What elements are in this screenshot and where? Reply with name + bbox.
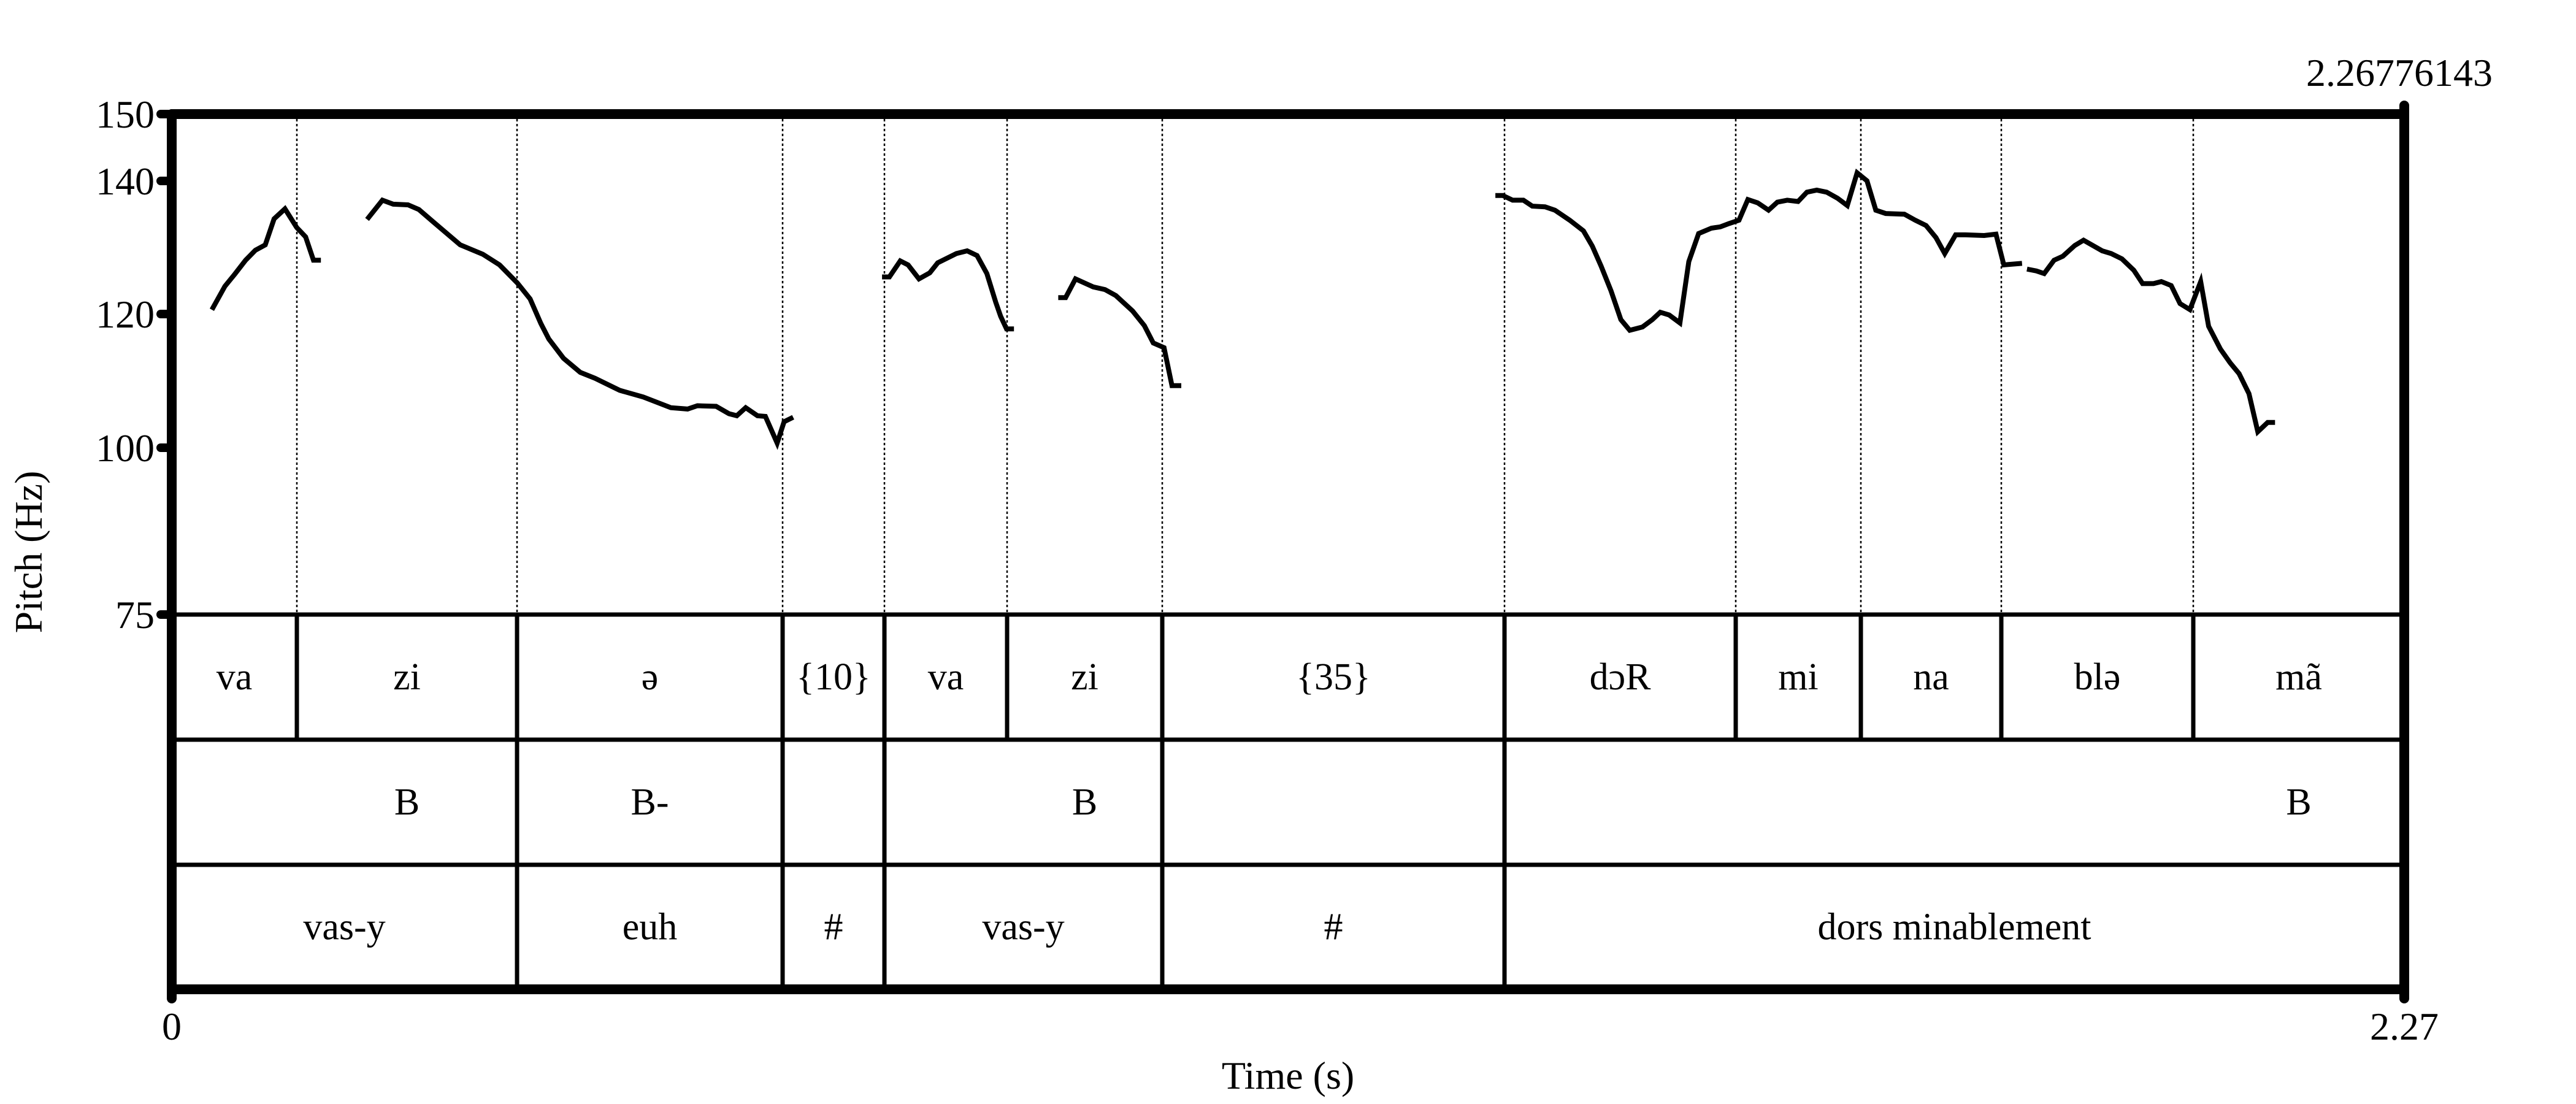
pitch-segment-5 [1495,168,2023,334]
syllables-label: mi [1778,656,1818,698]
pitch-segment-1 [209,205,321,311]
syllables-label: {35} [1296,656,1371,698]
syllables-label: va [928,656,964,698]
pitch-segment-2 [365,197,794,450]
y-tick-label: 75 [115,593,155,637]
syllables-label: dɔR [1590,656,1652,698]
pitch-segment-6 [2026,237,2275,437]
syllables-label: {10} [796,656,871,698]
y-tick-label: 140 [96,159,155,203]
plot-frame [167,101,2409,1003]
tones-label: B- [631,781,669,823]
pitch-segment-4 [1058,275,1181,388]
y-tick-label: 150 [96,93,155,136]
words-label: # [824,907,843,948]
tones-label: B [394,781,420,823]
x-end-precise-label: 2.26776143 [2306,51,2493,94]
textgrid-tiers [172,612,2404,989]
syllables-label: blə [2074,656,2121,698]
words-label: vas-y [982,907,1064,948]
pitch-segment-3 [882,248,1014,332]
words-label: vas-y [303,907,385,948]
y-axis-title: Pitch (Hz) [7,471,50,634]
syllables-label: ə [642,656,659,698]
y-axis-ticks: 150 140 120 100 75 [96,93,176,637]
tones-label: B [2286,781,2311,823]
y-tick-label: 120 [96,293,155,336]
syllables-label: mã [2275,656,2322,698]
syllables-label: zi [393,656,421,698]
pitch-contour [209,168,2275,450]
syllables-label: na [1913,656,1949,698]
tones-label: B [1072,781,1097,823]
y-tick-label: 100 [96,426,155,470]
syllables-label: va [217,656,253,698]
x-start-label: 0 [162,1005,182,1048]
words-label: # [1324,907,1343,948]
words-label: euh [623,907,678,948]
syllables-label: zi [1071,656,1098,698]
words-label: dors minablement [1818,907,2091,948]
interval-boundary-dotted-lines [296,119,2195,615]
x-axis-title: Time (s) [1222,1054,1354,1097]
x-end-label: 2.27 [2370,1005,2439,1048]
